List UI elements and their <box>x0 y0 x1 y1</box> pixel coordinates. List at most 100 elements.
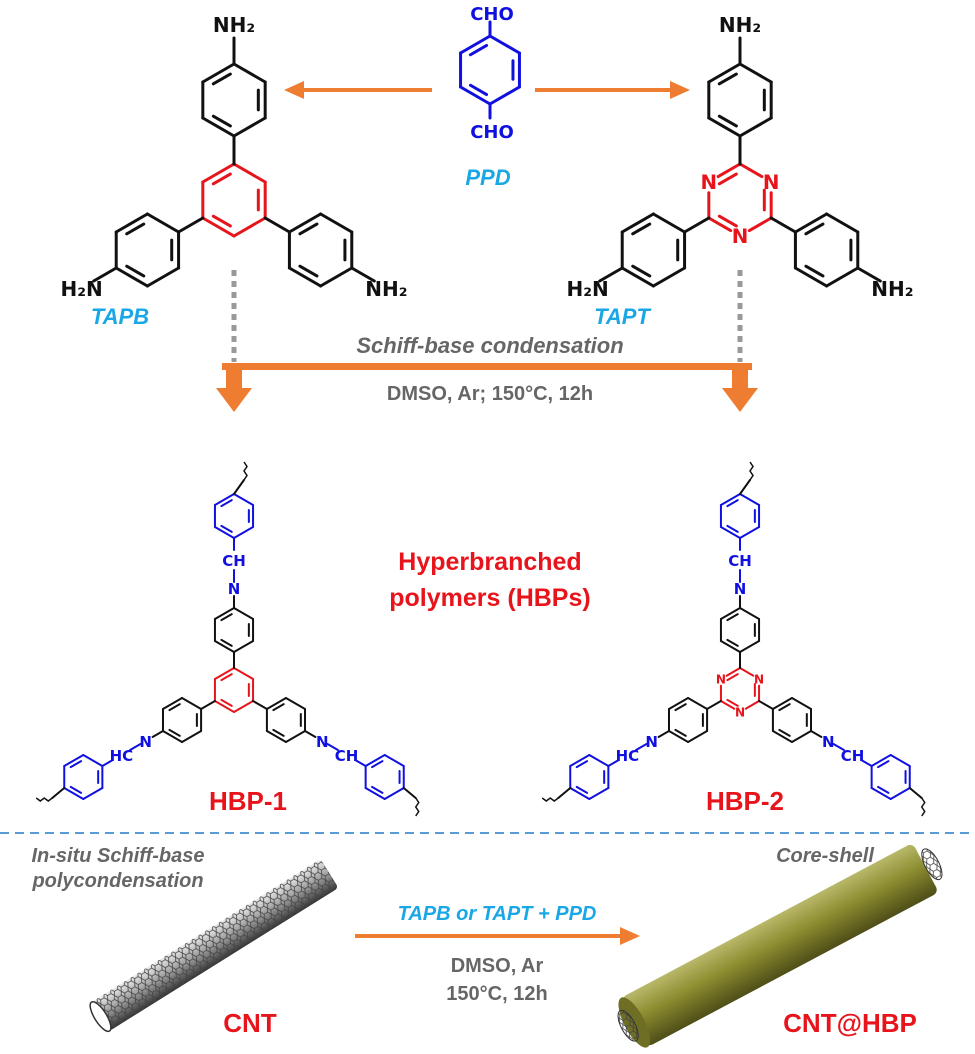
ppd-label: PPD <box>465 165 510 190</box>
aminophenyl-ring-bond <box>319 212 354 234</box>
bond <box>758 700 774 710</box>
hbp-aldehyde-ring-bond <box>383 754 405 767</box>
imine-nitrogen: N <box>734 580 747 598</box>
hbp-aldehyde-ring-bond <box>889 787 911 800</box>
ppd-ring-double-bond <box>468 43 489 57</box>
aminophenyl-ring-bond <box>114 212 149 234</box>
bond <box>304 730 317 738</box>
benzene-core-bond <box>232 162 267 184</box>
bond <box>856 266 882 283</box>
hbp-benzene-core-bond <box>213 667 235 680</box>
polymer-chain-wavy-end <box>243 461 248 481</box>
aminophenyl-ring-bond <box>287 266 323 288</box>
benzene-core-double-bond <box>211 214 232 228</box>
hbp-benzene-core-bond <box>213 700 235 713</box>
hbp-phenyl-ring-bond <box>719 607 741 620</box>
hbp-aldehyde-ring-bond <box>739 526 761 539</box>
imine-nitrogen: N <box>822 733 835 751</box>
bond <box>810 730 823 738</box>
condensation-arrow <box>216 363 758 412</box>
hbp-phenyl-ring-bond <box>284 730 307 743</box>
aminophenyl-ring-bond <box>145 266 181 288</box>
nitrogen-atom: N <box>716 672 726 686</box>
hbp-phenyl-ring-double-bond <box>220 638 233 647</box>
hbp-phenyl-ring-bond <box>265 697 287 710</box>
hbp-phenyl-ring-double-bond <box>272 728 285 737</box>
nitrogen-atom: N <box>735 705 745 719</box>
hbp-phenyl-ring-bond <box>181 697 203 710</box>
imine-nitrogen: N <box>139 733 152 751</box>
hbp-phenyl-ring-double-bond <box>726 638 739 647</box>
hbp-aldehyde-ring-double-bond <box>220 524 233 533</box>
hbp-phenyl-ring-bond <box>181 730 203 743</box>
imine-carbon: CH <box>841 747 865 765</box>
triazine-core-bond <box>716 162 742 179</box>
hbp1-label: HBP-1 <box>209 786 287 816</box>
cnt-hbp-core-shell-image <box>617 844 943 1048</box>
hbp-aldehyde-ring-bond <box>364 787 386 800</box>
nitrogen-atom: N <box>732 225 749 248</box>
hbp-aldehyde-ring-double-bond <box>371 785 384 794</box>
cho-group-top: CHO <box>470 4 514 25</box>
aminophenyl-ring-double-bond <box>211 114 232 128</box>
hbp-benzene-core-bond <box>233 700 255 713</box>
bond <box>557 787 572 799</box>
hbp-aldehyde-ring-double-bond <box>69 760 83 769</box>
bond <box>200 700 216 710</box>
hbp-aldehyde-ring-bond <box>719 493 741 506</box>
ppd-ring-bond <box>459 85 492 106</box>
aminophenyl-ring-bond <box>114 266 149 288</box>
hbp-aldehyde-ring-double-bond <box>69 785 83 794</box>
hbp-phenyl-ring-double-bond <box>168 703 181 712</box>
hbp-phenyl-ring-double-bond <box>778 703 791 712</box>
aminophenyl-ring-double-bond <box>298 222 319 236</box>
aminophenyl-ring-double-bond <box>631 264 652 278</box>
hbp-aldehyde-ring-double-bond <box>726 499 739 508</box>
bond <box>657 730 670 738</box>
hbp-phenyl-ring-double-bond <box>726 613 739 622</box>
imine-carbon: HC <box>110 747 134 765</box>
cnt-image <box>89 860 337 1033</box>
nh2-group: NH₂ <box>871 277 913 301</box>
polymer-chain-wavy-end <box>920 797 926 817</box>
hbp-triazine-core-double-bond <box>726 673 739 682</box>
aminophenyl-ring-bond <box>620 212 655 234</box>
polymer-chain-wavy-end <box>414 797 420 817</box>
hbp-benzene-core-double-bond <box>220 698 233 707</box>
polymer-chain-wavy-end <box>35 797 53 802</box>
hbp-aldehyde-ring-bond <box>719 526 741 539</box>
hbp-aldehyde-ring-bond <box>213 526 235 539</box>
hbp-triazine-core-bond <box>739 667 755 677</box>
hbp-phenyl-ring-bond <box>213 607 235 620</box>
bond <box>233 479 245 495</box>
reaction-title: Schiff-base condensation <box>356 333 623 358</box>
triazine-core-double-bond <box>717 172 738 186</box>
ppd-ring-bond <box>488 85 521 106</box>
aminophenyl-ring-bond <box>738 62 773 84</box>
triazine-core-bond <box>747 216 773 233</box>
bottom-conditions-line2: 150°C, 12h <box>446 983 547 1005</box>
bond <box>598 266 624 283</box>
hbp-benzene-core-bond <box>233 667 255 680</box>
aminophenyl-ring-bond <box>825 212 860 234</box>
hbp-aldehyde-ring-bond <box>870 754 892 767</box>
nh2-group: NH₂ <box>213 13 255 37</box>
hbp-phenyl-ring-double-bond <box>674 703 687 712</box>
aminophenyl-ring-bond <box>707 62 742 84</box>
product-type: Core-shell <box>776 845 874 867</box>
bottom-conditions-line1: DMSO, Ar <box>451 955 544 977</box>
hbp-aldehyde-ring-double-bond <box>877 785 890 794</box>
hbp-phenyl-ring-bond <box>687 697 709 710</box>
hbp-phenyl-ring-bond <box>667 697 690 710</box>
aminophenyl-ring-bond <box>319 266 354 288</box>
cnt-functionalization-arrow <box>355 927 640 945</box>
imine-carbon: CH <box>728 552 752 570</box>
hbp-triazine-core-bond <box>719 700 736 710</box>
polymer-chain-wavy-end <box>541 797 559 802</box>
nh2-group: NH₂ <box>719 13 761 37</box>
hbp-aldehyde-ring-bond <box>383 787 405 800</box>
nh2-group: H₂N <box>60 277 102 301</box>
imine-nitrogen: N <box>316 733 329 751</box>
